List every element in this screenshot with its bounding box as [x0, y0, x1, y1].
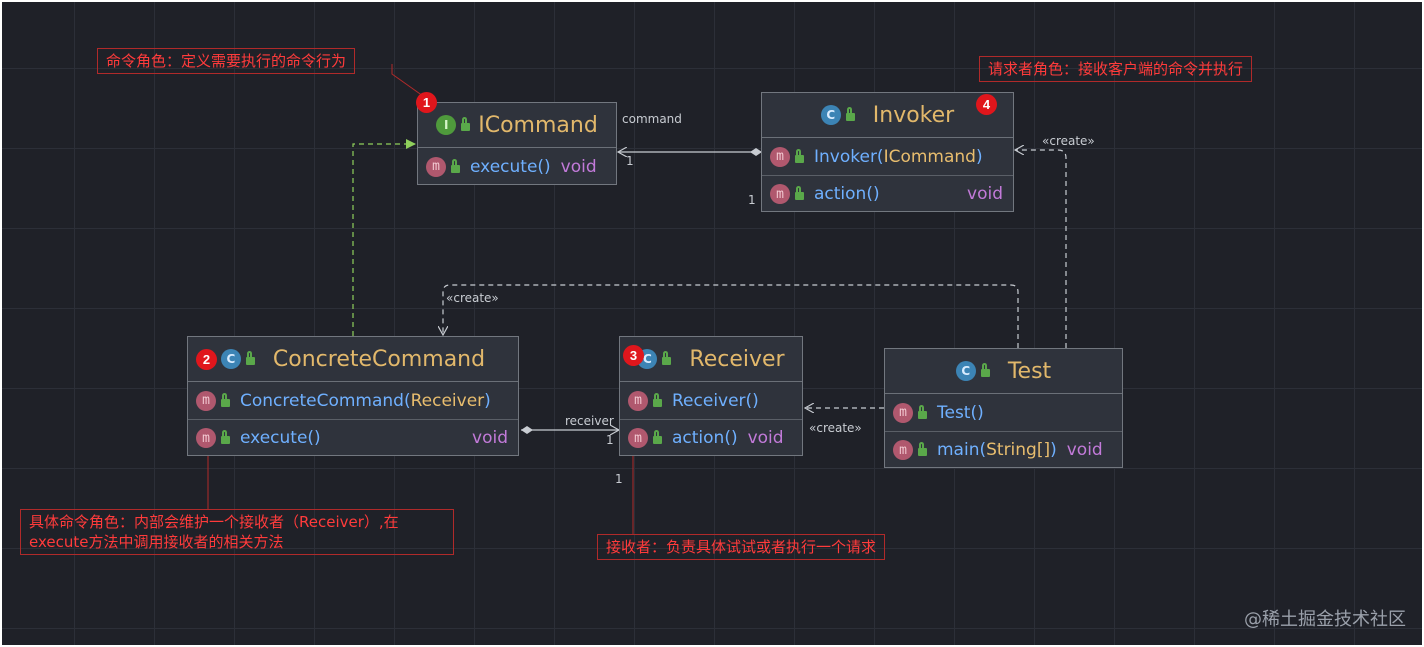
method-icon: m: [196, 428, 216, 448]
class-name: ConcreteCommand: [272, 346, 486, 372]
method-icon: m: [628, 428, 648, 448]
method-signature: action(): [672, 428, 738, 448]
method-row[interactable]: m Receiver(): [620, 382, 802, 419]
public-lock-icon: [795, 148, 804, 163]
method-signature: Invoker(ICommand): [814, 146, 983, 167]
public-lock-icon: [461, 117, 471, 131]
create-invoker-edge: [1015, 150, 1067, 348]
class-header: C Invoker: [762, 93, 1013, 138]
create-concrete-edge: [443, 284, 1019, 348]
method-signature: execute(): [470, 156, 551, 177]
method-icon: m: [893, 402, 913, 423]
method-signature: Test(): [937, 402, 984, 423]
class-name: ICommand: [478, 112, 598, 138]
class-icommand[interactable]: I ICommand m execute() void: [417, 102, 617, 185]
badge-icommand: 1: [416, 92, 437, 113]
note-line: 具体命令角色：内部会维护一个接收者（Receiver）,在: [29, 513, 399, 531]
edge-label-command: command: [622, 112, 682, 126]
class-name: Receiver: [689, 346, 785, 372]
class-test[interactable]: C Test m Test() m main(String[]) void: [884, 348, 1123, 468]
stereotype-create-label: «create»: [809, 421, 862, 435]
class-icon: C: [820, 105, 841, 125]
public-lock-icon: [795, 186, 804, 200]
method-signature: main(String[]): [937, 440, 1057, 460]
return-type: void: [1066, 440, 1103, 460]
method-row[interactable]: m ConcreteCommand(Receiver): [188, 382, 518, 419]
public-lock-icon: [662, 351, 672, 365]
class-header: C Receiver: [620, 337, 802, 382]
method-signature: ConcreteCommand(Receiver): [240, 390, 491, 411]
class-receiver[interactable]: C Receiver m Receiver() m action() void: [619, 336, 803, 456]
class-invoker[interactable]: C Invoker m Invoker(ICommand) m action()…: [761, 92, 1014, 212]
public-lock-icon: [245, 351, 255, 365]
badge-concretecommand: 2: [196, 349, 217, 370]
note-concrete-role: 具体命令角色：内部会维护一个接收者（Receiver）,在 execute方法中…: [20, 509, 454, 555]
method-icon: m: [770, 184, 790, 204]
public-lock-icon: [221, 392, 230, 407]
method-row[interactable]: m main(String[]) void: [885, 431, 1122, 468]
method-signature: action(): [814, 184, 880, 204]
implements-edge: [352, 139, 416, 336]
method-signature: Receiver(): [672, 390, 759, 411]
interface-icon: I: [436, 115, 457, 135]
class-header: C Test: [885, 349, 1122, 394]
method-icon: m: [196, 390, 216, 411]
class-header: I ICommand: [418, 103, 616, 148]
stereotype-create-label: «create»: [1042, 134, 1095, 148]
public-lock-icon: [980, 363, 990, 377]
class-concretecommand[interactable]: C ConcreteCommand m ConcreteCommand(Rece…: [187, 336, 519, 456]
method-icon: m: [426, 156, 446, 177]
class-icon: C: [220, 349, 241, 369]
return-type: void: [560, 156, 597, 177]
public-lock-icon: [918, 442, 927, 456]
edge-label-receiver: receiver: [565, 414, 614, 428]
method-row[interactable]: m Test(): [885, 394, 1122, 431]
class-header: C ConcreteCommand: [188, 337, 518, 382]
method-row[interactable]: m execute() void: [188, 419, 518, 456]
watermark: @稀土掘金技术社区: [1244, 609, 1406, 630]
class-name: Test: [1007, 358, 1052, 384]
badge-receiver: 3: [623, 345, 644, 366]
class-name: Invoker: [872, 102, 955, 128]
multiplicity-label: 1: [626, 154, 634, 168]
method-icon: m: [893, 440, 913, 460]
public-lock-icon: [221, 430, 230, 444]
public-lock-icon: [918, 404, 927, 419]
badge-invoker: 4: [976, 94, 997, 115]
method-row[interactable]: m action() void: [620, 419, 802, 456]
multiplicity-label: 1: [748, 193, 756, 207]
note-connector-command: [391, 64, 424, 97]
method-row[interactable]: m action() void: [762, 175, 1013, 212]
method-row[interactable]: m Invoker(ICommand): [762, 138, 1013, 175]
stereotype-create-label: «create»: [446, 291, 499, 305]
class-runnable-icon: C: [955, 361, 976, 381]
public-lock-icon: [653, 392, 662, 407]
public-lock-icon: [653, 430, 662, 444]
method-signature: execute(): [240, 428, 321, 448]
multiplicity-label: 1: [615, 472, 623, 486]
note-command-role: 命令角色：定义需要执行的命令行为: [97, 48, 356, 74]
method-icon: m: [770, 146, 790, 167]
return-type: void: [967, 184, 1003, 204]
note-receiver-role: 接收者：负责具体试试或者执行一个请求: [597, 534, 886, 560]
return-type: void: [747, 428, 784, 448]
method-icon: m: [628, 390, 648, 411]
multiplicity-label: 1: [606, 433, 614, 447]
return-type: void: [472, 428, 508, 448]
note-invoker-role: 请求者角色：接收客户端的命令并执行: [979, 56, 1253, 82]
note-line: execute方法中调用接收者的相关方法: [29, 533, 284, 551]
public-lock-icon: [451, 158, 460, 173]
public-lock-icon: [845, 107, 855, 121]
method-row[interactable]: m execute() void: [418, 148, 616, 185]
